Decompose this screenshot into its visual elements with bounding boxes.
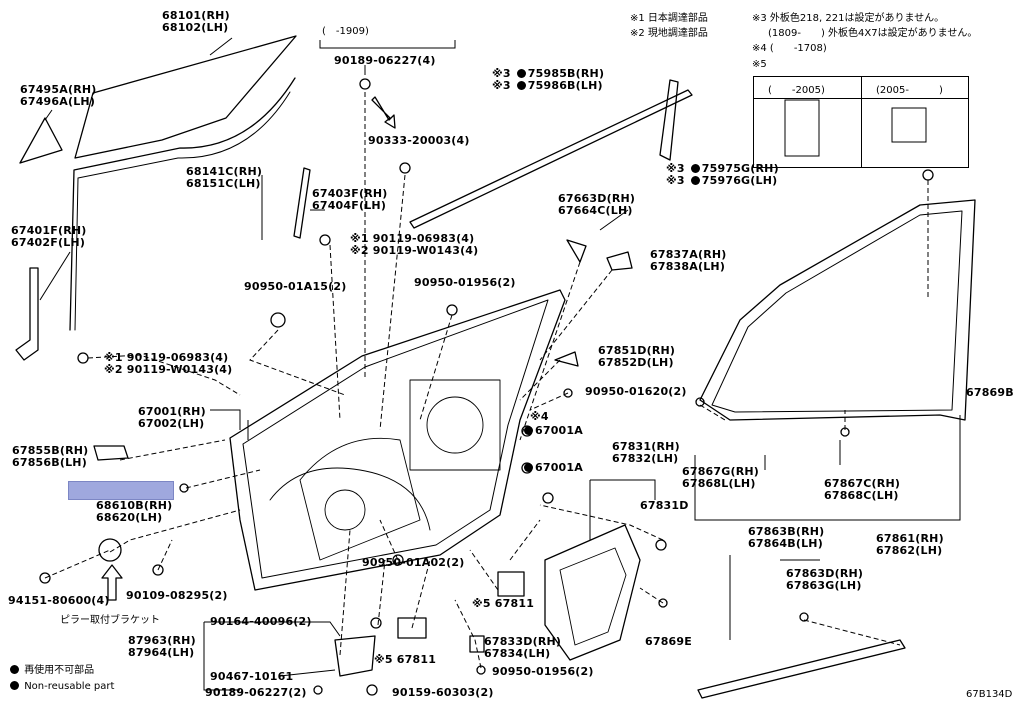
- door-weatherstrip: [699, 199, 976, 421]
- window-regulator: [15, 267, 39, 361]
- note-mark-4: ※4: [530, 410, 549, 423]
- label-67833d[interactable]: 67833D(RH)67834(LH): [484, 635, 562, 660]
- selected-part-highlight[interactable]: [68, 481, 174, 500]
- label-75975g[interactable]: ※3 75975G(RH)※3 75976G(LH): [666, 162, 779, 187]
- label-67001a-2[interactable]: 67001A: [522, 462, 583, 474]
- label-75985b[interactable]: ※3 75985B(RH)※3 75986B(LH): [492, 67, 605, 92]
- frame-moulding: [659, 79, 679, 161]
- variant-table-right: (2005- ): [876, 85, 943, 96]
- sticker-a: [497, 571, 525, 597]
- label-67869b[interactable]: 67869B: [966, 386, 1014, 399]
- division-bar: [293, 167, 311, 239]
- note-5: ※5: [752, 59, 767, 70]
- label-67495a[interactable]: 67495A(RH)67496A(LH): [20, 83, 97, 108]
- door-lock-assy: [334, 635, 376, 677]
- door-panel: [229, 289, 566, 591]
- note-3a: ※3 外板色218, 221は設定がありません。: [752, 13, 945, 24]
- label-67811-a[interactable]: ※5 67811: [472, 597, 535, 610]
- door-glass: [74, 35, 297, 159]
- label-67869e[interactable]: 67869E: [645, 635, 692, 648]
- belt-moulding: [409, 89, 693, 229]
- label-67811-b[interactable]: ※5 67811: [374, 653, 437, 666]
- label-90950-01a02[interactable]: 90950-01A02(2): [362, 556, 465, 569]
- label-67851d[interactable]: 67851D(RH)67852D(LH): [598, 344, 676, 369]
- label-67861[interactable]: 67861(RH)67862(LH): [876, 532, 944, 557]
- label-90950-01956-a[interactable]: 90950-01956(2): [414, 276, 516, 289]
- legend-jp: 再使用不可部品: [8, 664, 94, 677]
- label-68101[interactable]: 68101(RH)68102(LH): [162, 9, 230, 34]
- non-reusable-dot: [690, 176, 700, 185]
- label-67863d[interactable]: 67863D(RH)67863G(LH): [786, 567, 864, 592]
- label-90467[interactable]: 90467-10161: [210, 670, 294, 683]
- label-94151[interactable]: 94151-80600(4): [8, 594, 110, 607]
- label-67001a-1[interactable]: 67001A: [522, 425, 583, 437]
- non-reusable-dot: [516, 69, 526, 78]
- date-range-1909: ( -1909): [322, 26, 369, 37]
- legend-dot: [10, 665, 19, 674]
- label-90109[interactable]: 90109-08295(2): [126, 589, 228, 602]
- label-90950-01a15[interactable]: 90950-01A15(2): [244, 280, 347, 293]
- label-67403f[interactable]: 67403F(RH)67404F(LH): [312, 187, 388, 212]
- non-reusable-dot: [516, 81, 526, 90]
- variant-table: ( -2005) (2005- ): [753, 76, 969, 168]
- label-67837a[interactable]: 67837A(RH)67838A(LH): [650, 248, 727, 273]
- legend-en: Non-reusable part: [8, 680, 114, 693]
- label-67855b[interactable]: 67855B(RH)67856B(LH): [12, 444, 89, 469]
- label-67001[interactable]: 67001(RH)67002(LH): [138, 405, 206, 430]
- label-67663d[interactable]: 67663D(RH)67664C(LH): [558, 192, 636, 217]
- pillar-bracket-note: ピラー取付ブラケット: [60, 615, 160, 626]
- label-90159[interactable]: 90159-60303(2): [392, 686, 494, 699]
- variant-table-divider: [861, 77, 862, 167]
- sticker-b: [397, 617, 427, 639]
- label-90189-b[interactable]: 90189-06227(2): [205, 686, 307, 699]
- non-reusable-dot: [690, 164, 700, 173]
- label-87963[interactable]: 87963(RH)87964(LH): [128, 634, 196, 659]
- variant-table-left: ( -2005): [768, 85, 825, 96]
- note-3b: (1809- ) 外板色4X7は設定がありません。: [768, 28, 978, 39]
- label-67867c[interactable]: 67867C(RH)67868C(LH): [824, 477, 901, 502]
- note-1: ※1 日本調達部品: [630, 13, 708, 24]
- non-reusable-dot: [524, 426, 533, 435]
- label-90333[interactable]: 90333-20003(4): [368, 134, 470, 147]
- note-4: ※4 ( -1708): [752, 43, 827, 54]
- label-68610b[interactable]: 68610B(RH)68620(LH): [96, 499, 173, 524]
- label-67831[interactable]: 67831(RH)67832(LH): [612, 440, 680, 465]
- label-68141c[interactable]: 68141C(RH)68151C(LH): [186, 165, 263, 190]
- label-90950-01620[interactable]: 90950-01620(2): [585, 385, 687, 398]
- non-reusable-dot: [524, 463, 533, 472]
- label-67863b[interactable]: 67863B(RH)67864B(LH): [748, 525, 825, 550]
- label-90119-b[interactable]: ※1 90119-06983(4)※2 90119-W0143(4): [104, 351, 233, 376]
- diagram-code: 67B134D: [966, 689, 1013, 700]
- legend-dot: [10, 681, 19, 690]
- label-90119-a[interactable]: ※1 90119-06983(4)※2 90119-W0143(4): [350, 232, 479, 257]
- label-90164[interactable]: 90164-40096(2): [210, 615, 312, 628]
- quarter-piece: [19, 117, 63, 164]
- note-2: ※2 現地調達部品: [630, 28, 708, 39]
- service-cover: [544, 524, 641, 661]
- run-channel: [69, 77, 296, 331]
- label-67401f[interactable]: 67401F(RH)67402F(LH): [11, 224, 87, 249]
- label-67831d[interactable]: 67831D: [640, 499, 689, 512]
- door-check-hinge: [98, 538, 122, 562]
- lower-weatherstrip: [697, 639, 906, 699]
- label-90950-01956-b[interactable]: 90950-01956(2): [492, 665, 594, 678]
- label-67867g[interactable]: 67867G(RH)67868L(LH): [682, 465, 760, 490]
- label-90189-a[interactable]: 90189-06227(4): [334, 54, 436, 67]
